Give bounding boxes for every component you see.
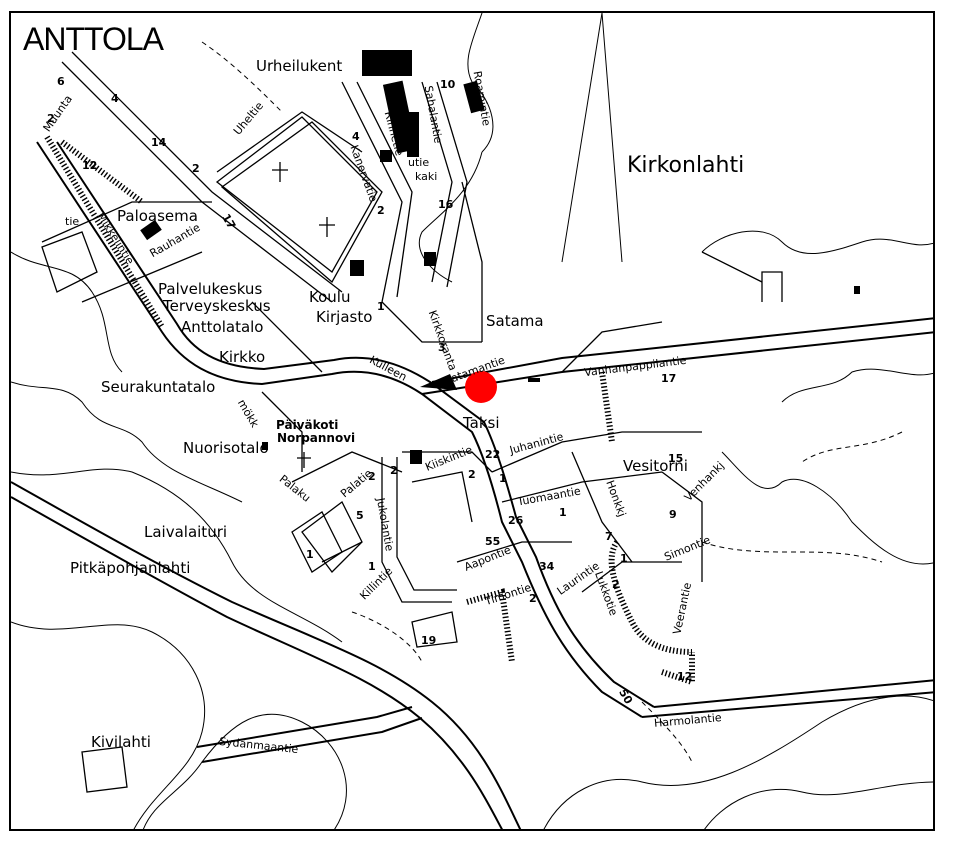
num-1: 1 [377, 300, 385, 313]
place-seurakuntatalo: Seurakuntatalo [101, 378, 216, 396]
place-nuorisotalo: Nuorisotalo [183, 439, 269, 457]
num-1c: 1 [559, 506, 567, 519]
place-terveyskeskus: Terveyskeskus [163, 297, 271, 315]
place-kirkko: Kirkko [219, 348, 266, 366]
place-laivalaituri: Laivalaituri [144, 523, 228, 541]
num-1b: 1 [499, 472, 507, 485]
num-2e: 2 [529, 592, 537, 605]
num-17: 17 [661, 372, 677, 385]
num-2h: 2 [368, 470, 376, 483]
num-2d: 2 [468, 468, 476, 481]
map-drawing [11, 13, 933, 829]
map-frame: ANTTOLA Urheilukent Kirkonlahti Paloasem… [9, 11, 935, 831]
location-marker [465, 371, 497, 403]
place-norpannovi: Norpannovi [277, 431, 356, 445]
street-kaki: kaki [415, 170, 438, 183]
street-tie: tie [65, 215, 80, 228]
place-satama: Satama [486, 312, 544, 330]
num-1d: 1 [620, 552, 628, 565]
place-koulu: Koulu [309, 288, 351, 306]
num-2c: 2 [377, 204, 385, 217]
place-anttolatalo: Anttolatalo [181, 318, 264, 336]
num-2: 2 [47, 112, 55, 125]
place-urheilukentta: Urheilukent [256, 57, 343, 75]
num-3: 3 [438, 341, 446, 354]
place-palvelukeskus: Palvelukeskus [158, 280, 263, 298]
num-15: 15 [668, 452, 684, 465]
place-paivakoti: Päiväkoti [276, 418, 339, 432]
place-kivilahti: Kivilahti [91, 733, 151, 751]
num-6: 6 [57, 75, 65, 88]
num-12: 12 [82, 159, 98, 172]
num-9: 9 [669, 508, 677, 521]
num-16: 16 [438, 198, 454, 211]
num-34: 34 [539, 560, 555, 573]
num-5: 5 [356, 509, 364, 522]
num-7: 7 [605, 530, 613, 543]
num-2g: 2 [390, 464, 398, 477]
num-4: 4 [111, 92, 119, 105]
num-2b: 2 [192, 162, 200, 175]
num-19: 19 [421, 634, 437, 647]
num-26: 26 [508, 514, 524, 527]
num-22: 22 [485, 448, 501, 461]
num-12b: 12 [677, 670, 693, 683]
place-paloasema: Paloasema [117, 207, 198, 225]
place-taksi: Taksi [463, 414, 500, 432]
num-1f: 1 [306, 548, 314, 561]
street-utie: utie [408, 156, 430, 169]
place-kirjasto: Kirjasto [316, 308, 373, 326]
place-kirkonlahti: Kirkonlahti [627, 153, 745, 178]
place-pitkapohjanlahti: Pitkäpohjanlahti [70, 559, 191, 577]
num-10: 10 [440, 78, 456, 91]
map-title: ANTTOLA [23, 21, 164, 57]
num-14: 14 [151, 136, 167, 149]
place-vesitorni: Vesitorni [623, 457, 688, 475]
num-55: 55 [485, 535, 501, 548]
num-1e: 1 [368, 560, 376, 573]
num-4b: 4 [352, 130, 360, 143]
num-2f: 2 [612, 578, 620, 591]
